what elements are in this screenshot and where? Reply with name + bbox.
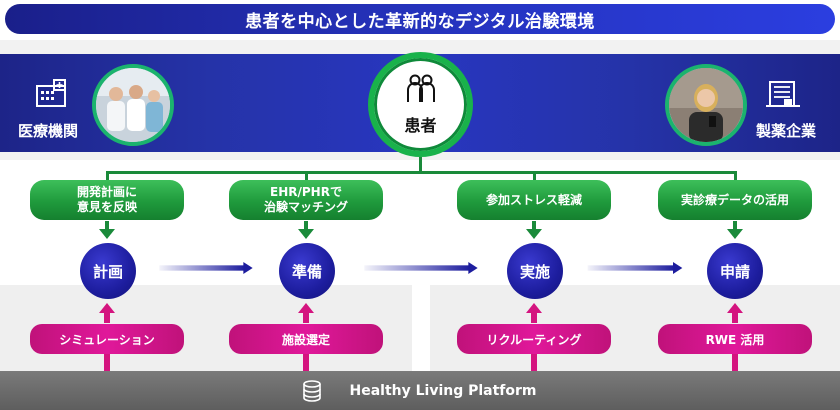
feature-site-selection: 施設選定 [229,324,383,354]
database-icon [303,379,322,402]
feature-simulation: シミュレーション [30,324,184,354]
arrow-down-icon [526,221,542,239]
patient-node: 患者 [368,52,473,157]
feature-rwe: RWE 活用 [658,324,812,354]
flow-arrow-2 [364,262,478,274]
phase-execution: 実施 [507,243,563,299]
benefit-text: 治験マッチング [263,200,348,214]
phase-submission: 申請 [707,243,763,299]
pharma-company-label: 製薬企業 [756,122,817,140]
arrow-up-icon [99,303,115,323]
connector-vertical-main [419,157,422,173]
arrow-down-icon [298,221,314,239]
businesswoman-photo [665,64,747,146]
arrow-up-icon [526,303,542,323]
arrow-up-icon [298,303,314,323]
phase-planning: 計画 [80,243,136,299]
connector-drop-3 [533,171,536,180]
feature-recruiting: リクルーティング [457,324,611,354]
platform-bar: Healthy Living Platform [0,371,840,410]
people-icon [404,74,438,108]
patient-label: 患者 [404,115,437,135]
factory-icon [766,78,800,112]
phase-preparation: 準備 [279,243,335,299]
benefit-text: 実診療データの活用 [680,192,789,207]
connector-stem [104,354,110,371]
arrow-up-icon [727,303,743,323]
connector-stem [732,354,738,371]
connector-stem [303,354,309,371]
medical-institution-label: 医療機関 [18,122,79,140]
benefit-box-planning: 開発計画に意見を反映 [30,180,184,220]
connector-drop-2 [305,171,308,180]
benefit-text: 開発計画に [76,185,137,199]
connector-horizontal [107,171,736,174]
benefit-text: 意見を反映 [76,200,137,214]
connector-drop-4 [734,171,737,180]
hospital-icon [34,78,68,112]
flow-arrow-3 [587,262,683,274]
diagram-title: 患者を中心とした革新的なデジタル治験環境 [5,4,835,34]
connector-stem [531,354,537,371]
benefit-box-stress: 参加ストレス軽減 [457,180,611,220]
arrow-down-icon [727,221,743,239]
benefit-text: 参加ストレス軽減 [485,192,582,207]
connector-drop-1 [106,171,109,180]
benefit-box-realworld: 実診療データの活用 [658,180,812,220]
doctors-photo [92,64,174,146]
benefit-box-matching: EHR/PHRで治験マッチング [229,180,383,220]
flow-arrow-1 [159,262,253,274]
benefit-text: EHR/PHRで [270,185,342,199]
arrow-down-icon [99,221,115,239]
platform-label: Healthy Living Platform [349,382,537,399]
